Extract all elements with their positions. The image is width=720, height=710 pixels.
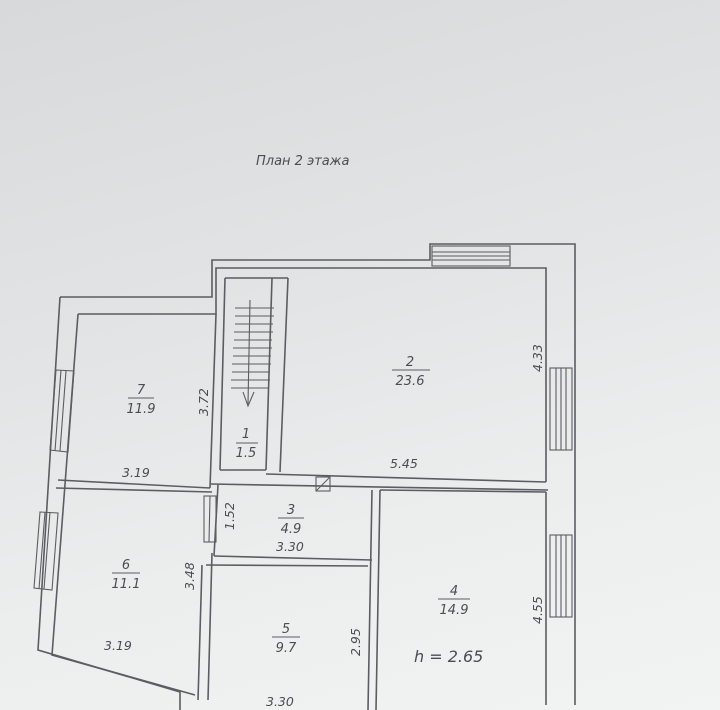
dim-room2-height: 4.33: [530, 344, 545, 372]
room-3-label: 3 4.9: [278, 503, 304, 537]
dim-room3-width: 3.30: [276, 539, 304, 554]
dim-room5-height: 2.95: [348, 628, 363, 656]
dim-room7-width: 3.19: [122, 465, 150, 480]
room-1-number: 1: [242, 427, 250, 442]
room-5-label: 5 9.7: [272, 622, 300, 656]
room-3-area: 4.9: [281, 522, 302, 537]
room-6-area: 11.1: [112, 577, 141, 592]
room-5-number: 5: [282, 622, 290, 637]
room-1-area: 1.5: [236, 446, 257, 461]
window-left-upper: [49, 369, 75, 453]
room-4-label: 4 14.9: [438, 584, 470, 618]
window-top: [431, 245, 511, 267]
room-7-number: 7: [137, 383, 146, 398]
dim-room7-height: 3.72: [196, 388, 211, 416]
room-7-label: 7 11.9: [127, 383, 156, 417]
dim-room2-width: 5.45: [390, 456, 418, 471]
room-2-number: 2: [406, 355, 414, 370]
room-6-number: 6: [122, 558, 130, 573]
room-1-label: 1 1.5: [236, 427, 258, 461]
room-4-area: 14.9: [440, 603, 469, 618]
window-right-lower: [549, 534, 573, 618]
interior-walls: [197, 277, 549, 710]
room-6-label: 6 11.1: [112, 558, 141, 592]
wall-notch-3: [203, 495, 217, 543]
ceiling-height-label: h = 2.65: [414, 647, 483, 666]
dim-room4-height: 4.55: [530, 596, 545, 624]
room-7-area: 11.9: [127, 402, 156, 417]
plan-title: План 2 этажа: [256, 154, 349, 169]
dim-room3-height: 1.52: [222, 502, 237, 530]
vent-shaft-icon: [315, 476, 331, 492]
staircase: [231, 299, 274, 408]
room-2-label: 2 23.6: [392, 355, 430, 389]
room-4-number: 4: [450, 584, 458, 599]
window-left-lower: [33, 511, 59, 591]
room-5-area: 9.7: [276, 641, 297, 656]
dim-room6-height: 3.48: [182, 562, 197, 590]
dim-room5-width: 3.30: [266, 694, 294, 709]
window-right-upper: [549, 367, 573, 451]
room-2-area: 23.6: [396, 374, 425, 389]
room-3-number: 3: [287, 503, 295, 518]
dim-room6-width: 3.19: [104, 638, 132, 653]
